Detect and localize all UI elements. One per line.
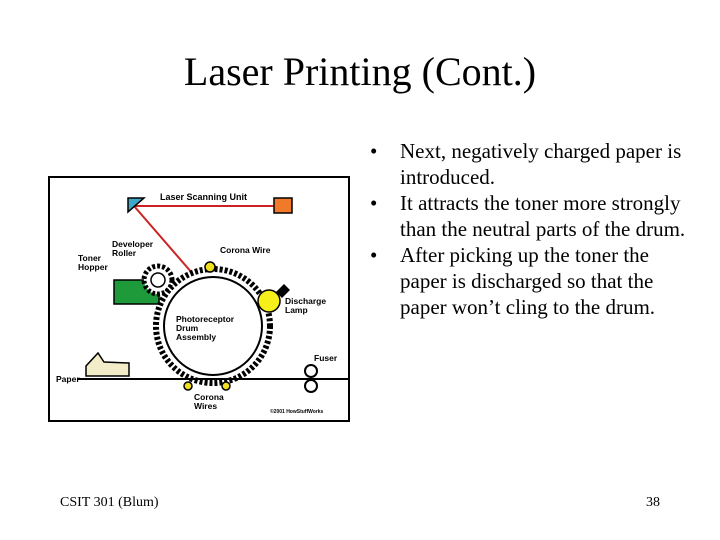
label-toner: Toner bbox=[78, 253, 102, 263]
label-copyright: ©2001 HowStuffWorks bbox=[270, 408, 324, 415]
label-paper: Paper bbox=[56, 374, 80, 384]
bullet-marker: • bbox=[370, 139, 378, 163]
bullet-marker: • bbox=[370, 191, 378, 215]
bullet-item: • After picking up the toner the paper i… bbox=[370, 242, 690, 320]
slide-number: 38 bbox=[646, 495, 660, 510]
label-hopper: Hopper bbox=[78, 262, 108, 272]
corona-wires-dot bbox=[221, 381, 231, 391]
label-developer: Developer bbox=[112, 239, 154, 249]
bullet-text: Next, negatively charged paper is introd… bbox=[400, 139, 682, 189]
label-laser-scanning-unit: Laser Scanning Unit bbox=[160, 192, 247, 202]
label-assembly: Assembly bbox=[176, 332, 216, 342]
footer-course: CSIT 301 (Blum) bbox=[60, 495, 159, 510]
corona-wires-dot bbox=[183, 381, 193, 391]
bullet-marker: • bbox=[370, 243, 378, 267]
label-roller: Roller bbox=[112, 248, 137, 258]
label-lamp: Lamp bbox=[285, 305, 308, 315]
label-drum: Drum bbox=[176, 323, 199, 333]
label-photoreceptor: Photoreceptor bbox=[176, 314, 235, 324]
label-corona: Corona bbox=[194, 392, 224, 402]
label-corona-wire: Corona Wire bbox=[220, 245, 271, 255]
slide-title: Laser Printing (Cont.) bbox=[183, 49, 537, 94]
mirror bbox=[127, 197, 146, 214]
bullet-item: • It attracts the toner more strongly th… bbox=[370, 190, 690, 242]
label-discharge: Discharge bbox=[285, 296, 326, 306]
paper-tray bbox=[85, 351, 130, 377]
discharge-lamp bbox=[257, 284, 290, 313]
bullet-list: • Next, negatively charged paper is intr… bbox=[370, 138, 690, 320]
label-wires: Wires bbox=[194, 401, 217, 411]
label-fuser: Fuser bbox=[314, 353, 338, 363]
photoreceptor-drum bbox=[153, 266, 273, 386]
bullet-text: It attracts the toner more strongly than… bbox=[400, 191, 686, 241]
developer-roller bbox=[141, 263, 175, 297]
fuser-rollers bbox=[304, 364, 318, 393]
corona-wire-dot bbox=[204, 261, 216, 273]
laser-printer-diagram: Laser Scanning Unit Developer Roller Ton… bbox=[48, 176, 350, 422]
bullet-item: • Next, negatively charged paper is intr… bbox=[370, 138, 690, 190]
bullet-text: After picking up the toner the paper is … bbox=[400, 243, 656, 319]
laser-scanner-box bbox=[273, 197, 293, 214]
